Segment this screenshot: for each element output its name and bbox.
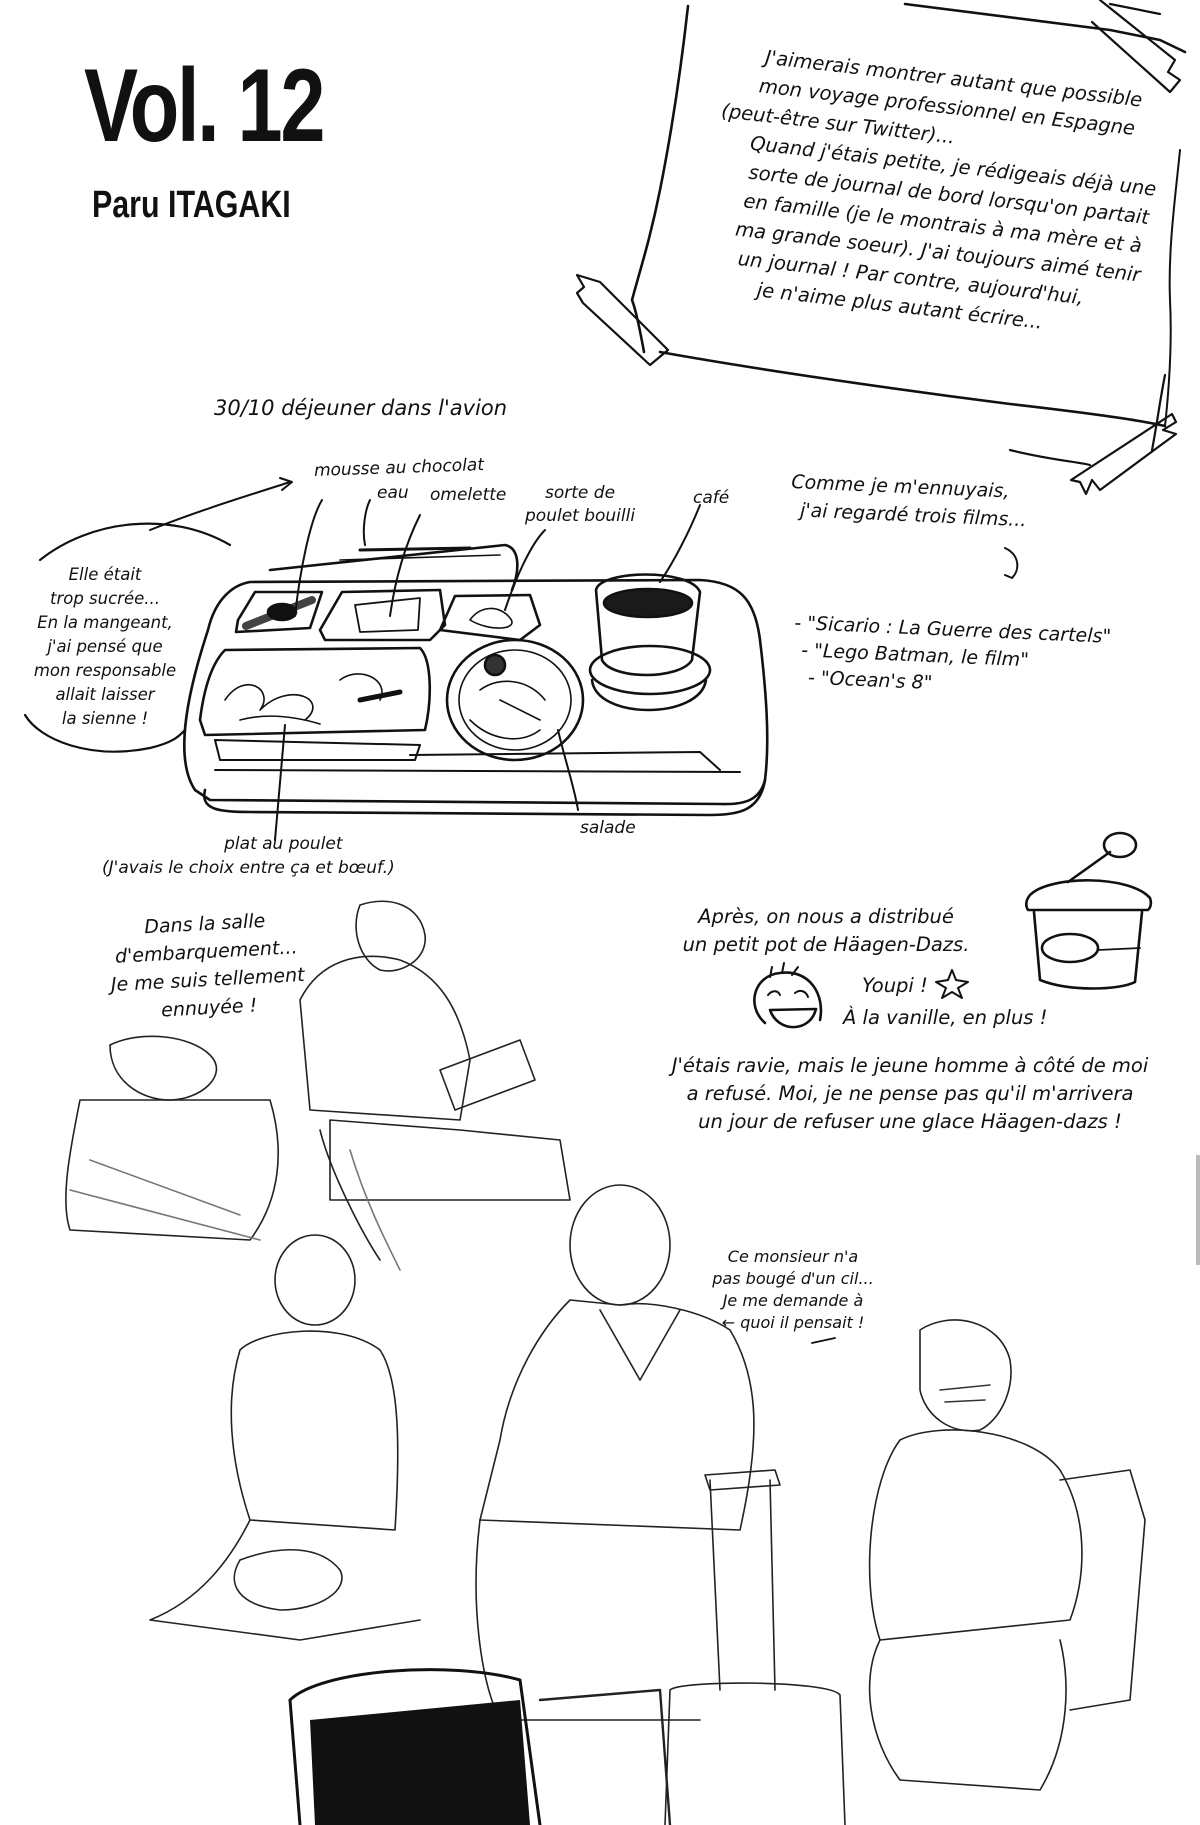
meal-tray-drawing	[23, 477, 769, 841]
monsieur-line: Ce monsieur n'a	[727, 1247, 859, 1266]
icecream-line: un petit pot de Häagen-Dazs.	[682, 933, 970, 956]
page-edge-strip	[1196, 1155, 1200, 1265]
icecream-pot-drawing	[1024, 831, 1153, 990]
icecream-line: Après, on nous a distribué	[698, 905, 954, 928]
star-icon	[935, 969, 969, 999]
icecream-paragraph: J'étais ravie, mais le jeune homme à côt…	[650, 1052, 1170, 1136]
comment-line: allait laisser	[55, 685, 155, 704]
label-omelette: omelette	[430, 485, 507, 505]
comment-line: j'ai pensé que	[47, 637, 163, 656]
boarding-lounge-sketch	[65, 900, 1146, 1825]
films-list: - "Sicario : La Guerre des cartels" - "L…	[791, 610, 1112, 705]
monsieur-line: Je me demande à	[722, 1291, 864, 1310]
vanille-text: À la vanille, en plus !	[843, 1006, 1048, 1029]
monsieur-line: ← quoi il pensait !	[721, 1313, 865, 1332]
comment-line: trop sucrée...	[49, 589, 160, 608]
paragraph-line: un jour de refuser une glace Häagen-dazs…	[698, 1110, 1122, 1133]
tape-left	[575, 273, 670, 367]
label-line: poulet bouilli	[525, 506, 636, 526]
author-name: Paru ITAGAKI	[92, 184, 291, 226]
happy-face-icon	[753, 962, 823, 1029]
curly-arrow-icon	[1004, 547, 1019, 579]
label-line: sorte de	[545, 483, 616, 503]
comment-line: Elle était	[68, 565, 142, 584]
label-salade: salade	[580, 818, 636, 838]
volume-title: Vol. 12	[84, 48, 325, 164]
tape-right-bottom	[1008, 373, 1178, 496]
comment-line: la sienne !	[61, 709, 149, 728]
label-cafe: café	[693, 488, 730, 508]
monsieur-line: pas bougé d'un cil...	[712, 1269, 874, 1288]
monsieur-caption: Ce monsieur n'a pas bougé d'un cil... Je…	[698, 1246, 888, 1334]
label-poulet-bouilli: sorte de poulet bouilli	[525, 482, 635, 528]
paragraph-line: J'étais ravie, mais le jeune homme à côt…	[671, 1054, 1149, 1077]
films-intro: Comme je m'ennuyais, j'ai regardé trois …	[790, 468, 1029, 534]
label-eau: eau	[377, 483, 409, 503]
tape-top-right	[1090, 0, 1182, 94]
youpi-text: Youpi !	[862, 974, 928, 997]
paragraph-line: a refusé. Moi, je ne pense pas qu'il m'a…	[686, 1082, 1134, 1105]
label-plat-poulet: plat au poulet (J'avais le choix entre ç…	[102, 832, 395, 880]
boarding-caption: Dans la salle d'embarquement... Je me su…	[89, 904, 325, 1028]
label-line: plat au poulet	[224, 834, 343, 854]
comment-line: En la mangeant,	[37, 613, 173, 632]
label-line: (J'avais le choix entre ça et bœuf.)	[102, 858, 395, 878]
icecream-caption: Après, on nous a distribué un petit pot …	[676, 903, 976, 959]
comment-line: mon responsable	[33, 661, 177, 680]
meal-heading: 30/10 déjeuner dans l'avion	[214, 396, 508, 420]
mousse-comment: Elle était trop sucrée... En la mangeant…	[30, 563, 180, 731]
taped-note-paper	[630, 2, 1187, 428]
